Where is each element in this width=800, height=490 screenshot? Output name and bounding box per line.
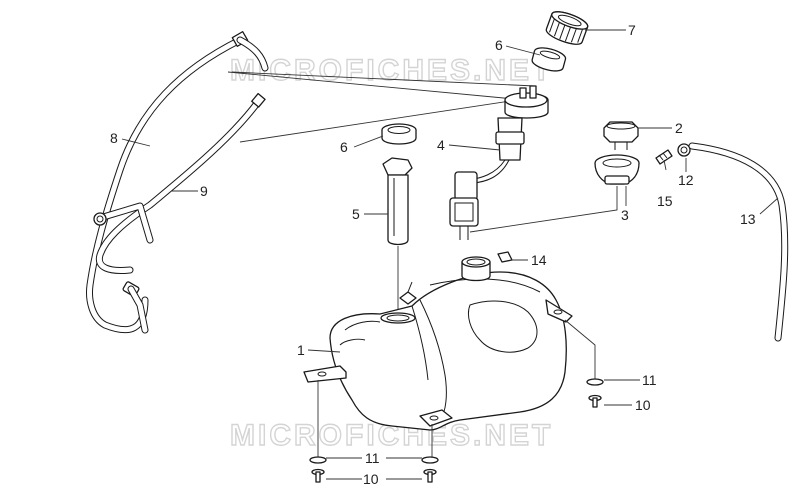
callout-7: 7 bbox=[628, 22, 636, 38]
washer-11-mid bbox=[421, 456, 439, 464]
callout-10-right: 10 bbox=[635, 397, 651, 413]
callout-5: 5 bbox=[352, 206, 360, 222]
callout-6-mid: 6 bbox=[340, 139, 348, 155]
drain-hose-13 bbox=[688, 142, 789, 342]
filler-neck-3 bbox=[469, 154, 640, 233]
callout-1: 1 bbox=[297, 342, 305, 358]
callout-3: 3 bbox=[621, 207, 629, 223]
fuel-pump-4 bbox=[449, 85, 549, 240]
clip-14 bbox=[497, 251, 513, 263]
fuel-level-sender-5 bbox=[382, 157, 413, 318]
callout-15: 15 bbox=[657, 193, 673, 209]
washer-11-right bbox=[586, 378, 604, 386]
callout-12: 12 bbox=[678, 172, 694, 188]
callout-8: 8 bbox=[110, 130, 118, 146]
washer-11-left bbox=[309, 456, 327, 464]
callout-9: 9 bbox=[200, 183, 208, 199]
callout-14: 14 bbox=[531, 252, 547, 268]
breather-hose-9 bbox=[93, 92, 266, 334]
screw-10-right bbox=[588, 394, 602, 408]
fuel-cap-2 bbox=[603, 121, 639, 150]
callout-11-bottom: 11 bbox=[365, 450, 380, 466]
seal-ring-6-mid bbox=[381, 123, 417, 145]
breather-hose-8 bbox=[86, 31, 269, 334]
screw-10-mid bbox=[423, 468, 437, 483]
screw-10-left bbox=[311, 468, 325, 483]
callout-11-right: 11 bbox=[642, 372, 657, 388]
callout-10-bottom: 10 bbox=[363, 471, 379, 487]
callout-13: 13 bbox=[740, 211, 756, 227]
callout-4: 4 bbox=[437, 137, 445, 153]
fuel-tank-1 bbox=[303, 256, 573, 431]
ring-nut-7 bbox=[545, 11, 589, 45]
watermark-top: MICROFICHES.NET bbox=[230, 54, 553, 87]
seal-ring-6-top bbox=[531, 47, 567, 72]
fitting-15 bbox=[655, 149, 673, 165]
callout-6-top: 6 bbox=[495, 37, 503, 53]
clamp-12 bbox=[677, 143, 691, 157]
callout-2: 2 bbox=[675, 120, 683, 136]
